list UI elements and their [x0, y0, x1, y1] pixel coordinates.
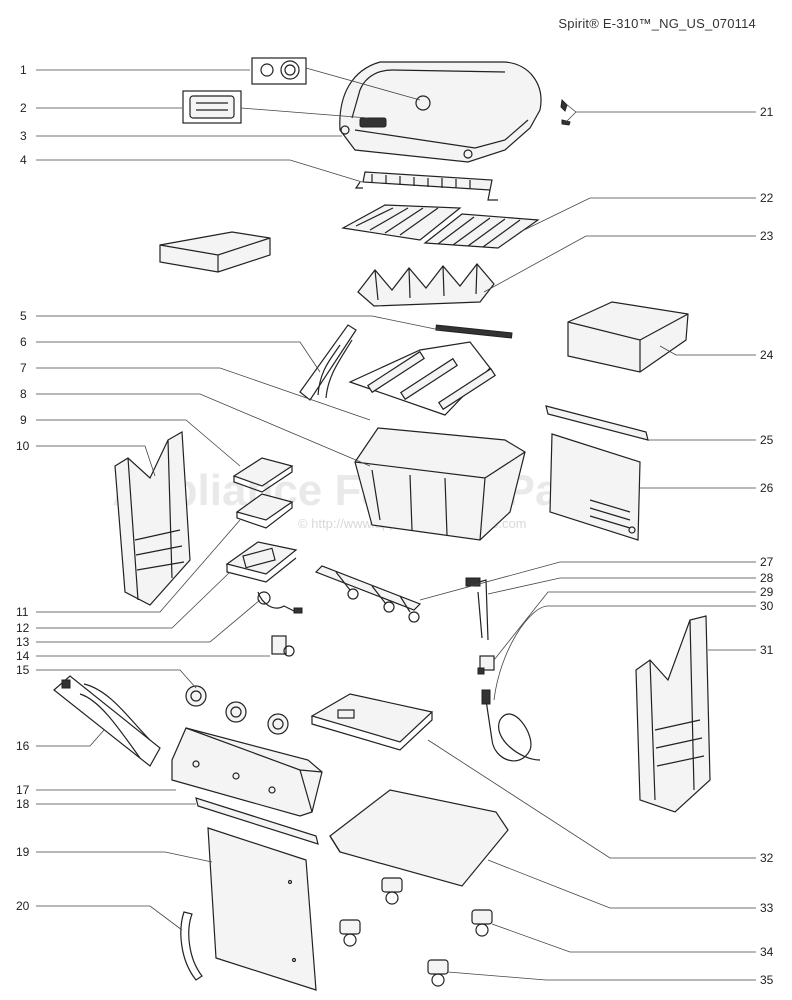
logo-badge-part [182, 90, 242, 124]
callout-22: 22 [760, 191, 774, 205]
front-door-part [207, 827, 317, 991]
left-frame-part [114, 431, 191, 606]
igniter-wire-part [299, 324, 357, 401]
manifold-part [314, 565, 422, 623]
callout-10: 10 [16, 439, 30, 453]
callout-19: 19 [16, 845, 30, 859]
callout-35: 35 [760, 973, 774, 987]
callout-17: 17 [16, 783, 30, 797]
door-panel-part [549, 433, 641, 541]
flavorizer-bar-part [357, 263, 495, 307]
callout-23: 23 [760, 229, 774, 243]
control-knob-part [185, 685, 289, 735]
callout-numbers: 1 2 3 4 5 6 7 8 9 10 11 12 13 14 15 16 1… [16, 63, 774, 987]
callout-15: 15 [16, 663, 30, 677]
callout-13: 13 [16, 635, 30, 649]
gas-hose-elbow-part [465, 577, 489, 641]
document-title: Spirit® E-310™_NG_US_070114 [558, 16, 756, 31]
callout-30: 30 [760, 599, 774, 613]
catch-pan-part [232, 457, 294, 529]
callout-2: 2 [20, 101, 27, 115]
callout-24: 24 [760, 348, 774, 362]
thermometer-part [251, 57, 307, 85]
trim-strip-part [545, 405, 649, 441]
callout-26: 26 [760, 481, 774, 495]
callout-11: 11 [16, 605, 29, 619]
callout-6: 6 [20, 335, 27, 349]
callout-3: 3 [20, 129, 27, 143]
callout-29: 29 [760, 585, 774, 599]
callout-1: 1 [20, 63, 27, 77]
callout-8: 8 [20, 387, 27, 401]
screw-part [560, 98, 571, 126]
callout-25: 25 [760, 433, 774, 447]
front-rail-part [195, 797, 319, 845]
electrode-wire-part [53, 675, 161, 767]
valve-part [477, 655, 495, 675]
callout-32: 32 [760, 851, 774, 865]
callout-34: 34 [760, 945, 774, 959]
igniter-part [257, 591, 303, 614]
callout-14: 14 [16, 649, 30, 663]
callout-28: 28 [760, 571, 774, 585]
control-panel-part [171, 727, 323, 817]
warming-rack-part [354, 171, 498, 201]
callout-7: 7 [20, 361, 27, 375]
carton-part [159, 231, 271, 273]
callout-12: 12 [16, 621, 30, 635]
callout-9: 9 [20, 413, 27, 427]
locking-caster-part [427, 909, 493, 987]
callout-20: 20 [16, 899, 30, 913]
door-handle-part [180, 911, 203, 981]
cooking-grate-part [341, 204, 540, 249]
right-frame-part [635, 615, 711, 813]
grease-tray-part [310, 693, 434, 751]
burner-tube-part [348, 341, 497, 416]
callout-5: 5 [20, 309, 27, 323]
igniter-button-part [271, 635, 295, 657]
callout-4: 4 [20, 153, 27, 167]
callout-16: 16 [16, 739, 30, 753]
callout-31: 31 [760, 643, 774, 657]
leader-lines [36, 67, 756, 981]
side-table-box-part [567, 301, 689, 373]
drip-tray-holder-part [225, 541, 298, 583]
cookbox-part [354, 427, 526, 541]
grill-lid-part [339, 61, 542, 163]
gas-hose-part [481, 689, 541, 762]
bottom-shelf-part [329, 789, 509, 887]
callout-18: 18 [16, 797, 30, 811]
callout-21: 21 [760, 105, 774, 119]
caster-part [339, 877, 403, 947]
callout-33: 33 [760, 901, 774, 915]
crossover-tube-part [435, 324, 513, 339]
callout-27: 27 [760, 555, 774, 569]
